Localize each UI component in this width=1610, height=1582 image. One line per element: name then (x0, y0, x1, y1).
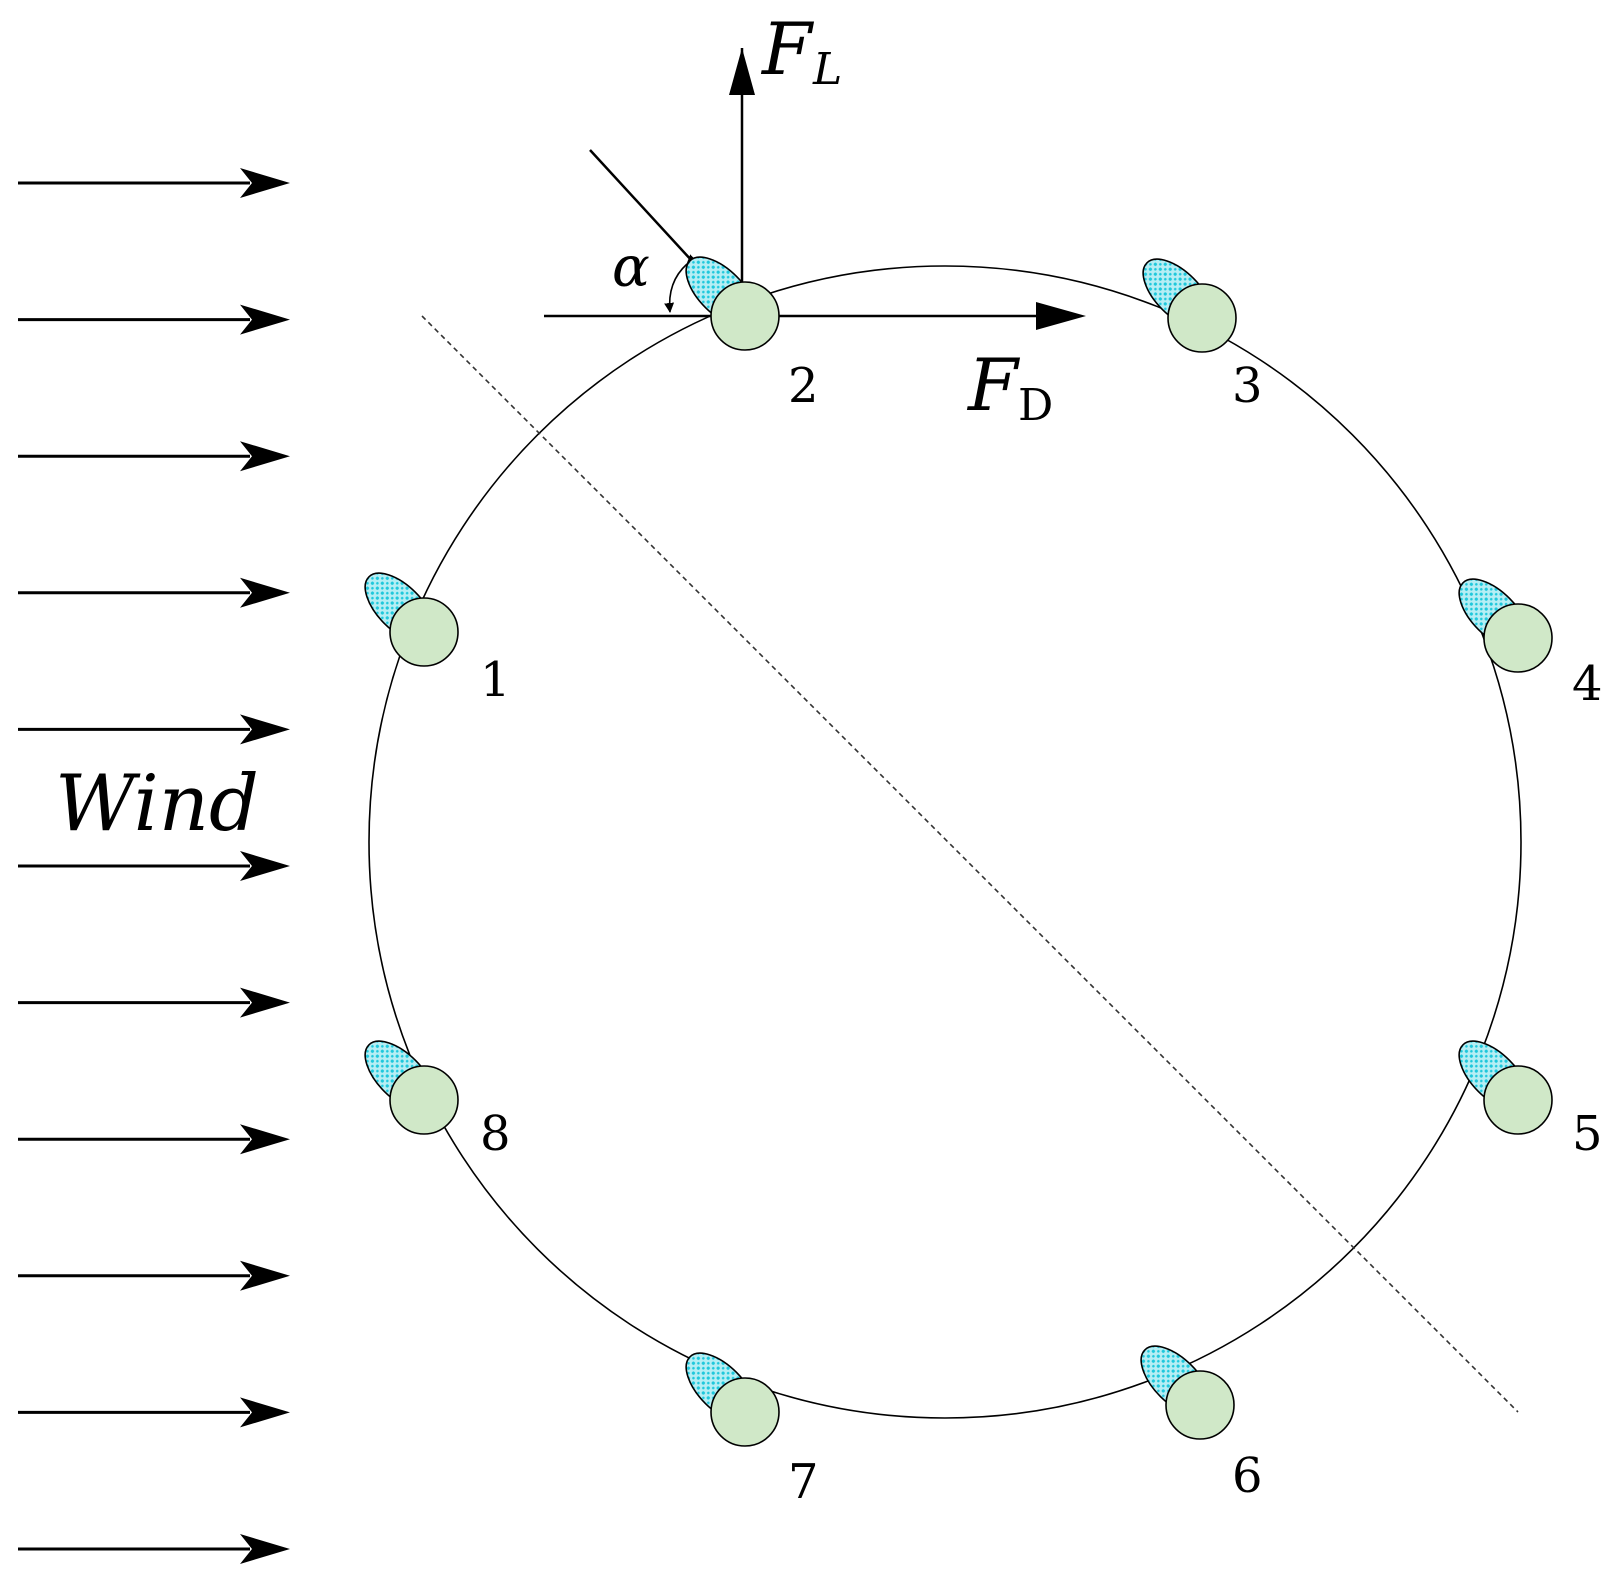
force-vectors (544, 48, 1086, 330)
blade-body (1165, 1370, 1235, 1440)
dashed-diagonal-line (421, 315, 1519, 1413)
drag-force-subscript: D (1018, 380, 1053, 431)
blade-1 (364, 572, 459, 667)
right-arrow-icon (240, 441, 290, 472)
right-arrow-icon (240, 987, 290, 1018)
blade-body (389, 1065, 459, 1135)
blade-label-2: 2 (788, 358, 819, 414)
blade-label-1: 1 (480, 652, 511, 708)
blade-4 (1458, 578, 1553, 673)
blade-8 (364, 1040, 459, 1135)
wind-arrow (18, 1534, 290, 1564)
wind-arrow (18, 1397, 290, 1428)
blade-body (710, 1377, 780, 1447)
right-arrow-icon (240, 1534, 290, 1564)
wind-arrow (18, 851, 290, 881)
angle-of-attack-arc (664, 254, 698, 313)
wind-arrow (18, 1124, 290, 1155)
blade-7 (685, 1352, 780, 1447)
wind-arrow (18, 441, 290, 472)
blade-3 (1142, 258, 1237, 353)
right-arrow-icon (240, 1397, 290, 1428)
blade-label-4: 4 (1572, 656, 1603, 712)
blade-body (710, 281, 780, 351)
wind-arrows (18, 168, 290, 1564)
right-arrow-icon (240, 304, 290, 335)
chord-line (589, 149, 705, 275)
blade-2 (685, 256, 780, 351)
blade-label-6: 6 (1232, 1448, 1263, 1504)
wind-arrow (18, 987, 290, 1018)
blade-label-8: 8 (480, 1106, 511, 1162)
right-arrow-icon (240, 168, 290, 198)
wind-label: Wind (55, 759, 259, 849)
right-arrow-icon (240, 1260, 290, 1291)
blade-label-3: 3 (1232, 358, 1263, 414)
lift-arrowhead-icon (729, 48, 755, 95)
wind-arrow (18, 168, 290, 198)
blade-6 (1140, 1345, 1235, 1440)
drag-force-symbol: F (966, 343, 1021, 427)
right-arrow-icon (240, 1124, 290, 1155)
blade-5 (1458, 1040, 1553, 1135)
blade-label-5: 5 (1572, 1106, 1603, 1162)
blade-body (1483, 1065, 1553, 1135)
lift-force-subscript: L (812, 44, 842, 95)
right-arrow-icon (240, 851, 290, 881)
wind-arrow (18, 577, 290, 608)
blade-body (1483, 603, 1553, 673)
drag-arrowhead-icon (1036, 302, 1086, 330)
rotor-orbit (368, 265, 1522, 1419)
right-arrow-icon (240, 714, 290, 745)
alpha-label: α (612, 235, 650, 300)
blade-body (389, 597, 459, 667)
wind-arrow (18, 304, 290, 335)
blade-body (1167, 283, 1237, 353)
blade-label-7: 7 (788, 1454, 819, 1510)
lift-force-symbol: F (760, 7, 815, 91)
wind-arrow (18, 1260, 290, 1291)
wind-arrow (18, 714, 290, 745)
right-arrow-icon (240, 577, 290, 608)
blades (364, 256, 1553, 1447)
